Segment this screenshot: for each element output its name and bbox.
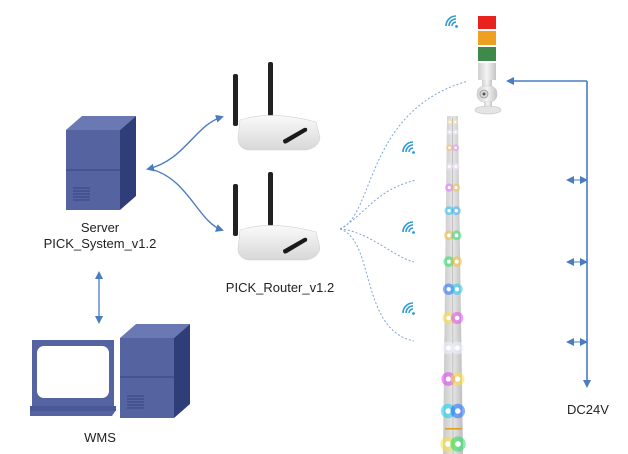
server-router-links (146, 114, 224, 232)
led-light (448, 121, 451, 123)
led-light (445, 441, 451, 447)
led-light (454, 376, 461, 382)
led-light (454, 146, 457, 149)
router-icon-2 (233, 172, 321, 261)
led-light (455, 441, 461, 447)
server-label: Server PICK_System_v1.2 (40, 220, 160, 252)
led-strip (440, 116, 466, 454)
led-light (454, 287, 460, 292)
led-light (454, 259, 459, 264)
led-light (454, 130, 457, 134)
led-light (454, 345, 460, 351)
led-light (447, 233, 451, 238)
signal-tower-icon (474, 16, 502, 115)
led-light (454, 186, 458, 190)
led-light (447, 208, 451, 213)
led-light (455, 408, 461, 414)
power-label: DC24V (567, 402, 609, 417)
server-label-line1: Server (80, 220, 120, 235)
power-bus (506, 77, 591, 388)
wifi-icon (402, 221, 415, 234)
server-icon (66, 116, 136, 210)
router-label: PICK_Router_v1.2 (225, 280, 335, 295)
router-icon-1 (233, 62, 321, 151)
led-light (448, 146, 451, 149)
monitor-icon (30, 340, 116, 416)
led-light (445, 376, 451, 382)
led-light (454, 208, 459, 213)
led-light (447, 186, 451, 190)
led-light (447, 165, 451, 168)
led-light (454, 165, 458, 168)
wifi-icon (402, 302, 415, 315)
server-label-line2: PICK_System_v1.2 (43, 236, 157, 251)
led-light (454, 233, 459, 238)
led-light (454, 315, 460, 321)
led-light (448, 130, 451, 134)
wifi-icon (402, 141, 415, 154)
led-light (445, 408, 451, 414)
wms-tower-icon (120, 324, 190, 418)
wms-label: WMS (84, 430, 116, 445)
led-light (446, 287, 451, 292)
led-light (445, 345, 451, 351)
wifi-icon (445, 15, 458, 28)
led-light (454, 121, 457, 123)
led-light (446, 259, 451, 264)
wireless-links (339, 80, 469, 342)
led-light (446, 315, 451, 321)
